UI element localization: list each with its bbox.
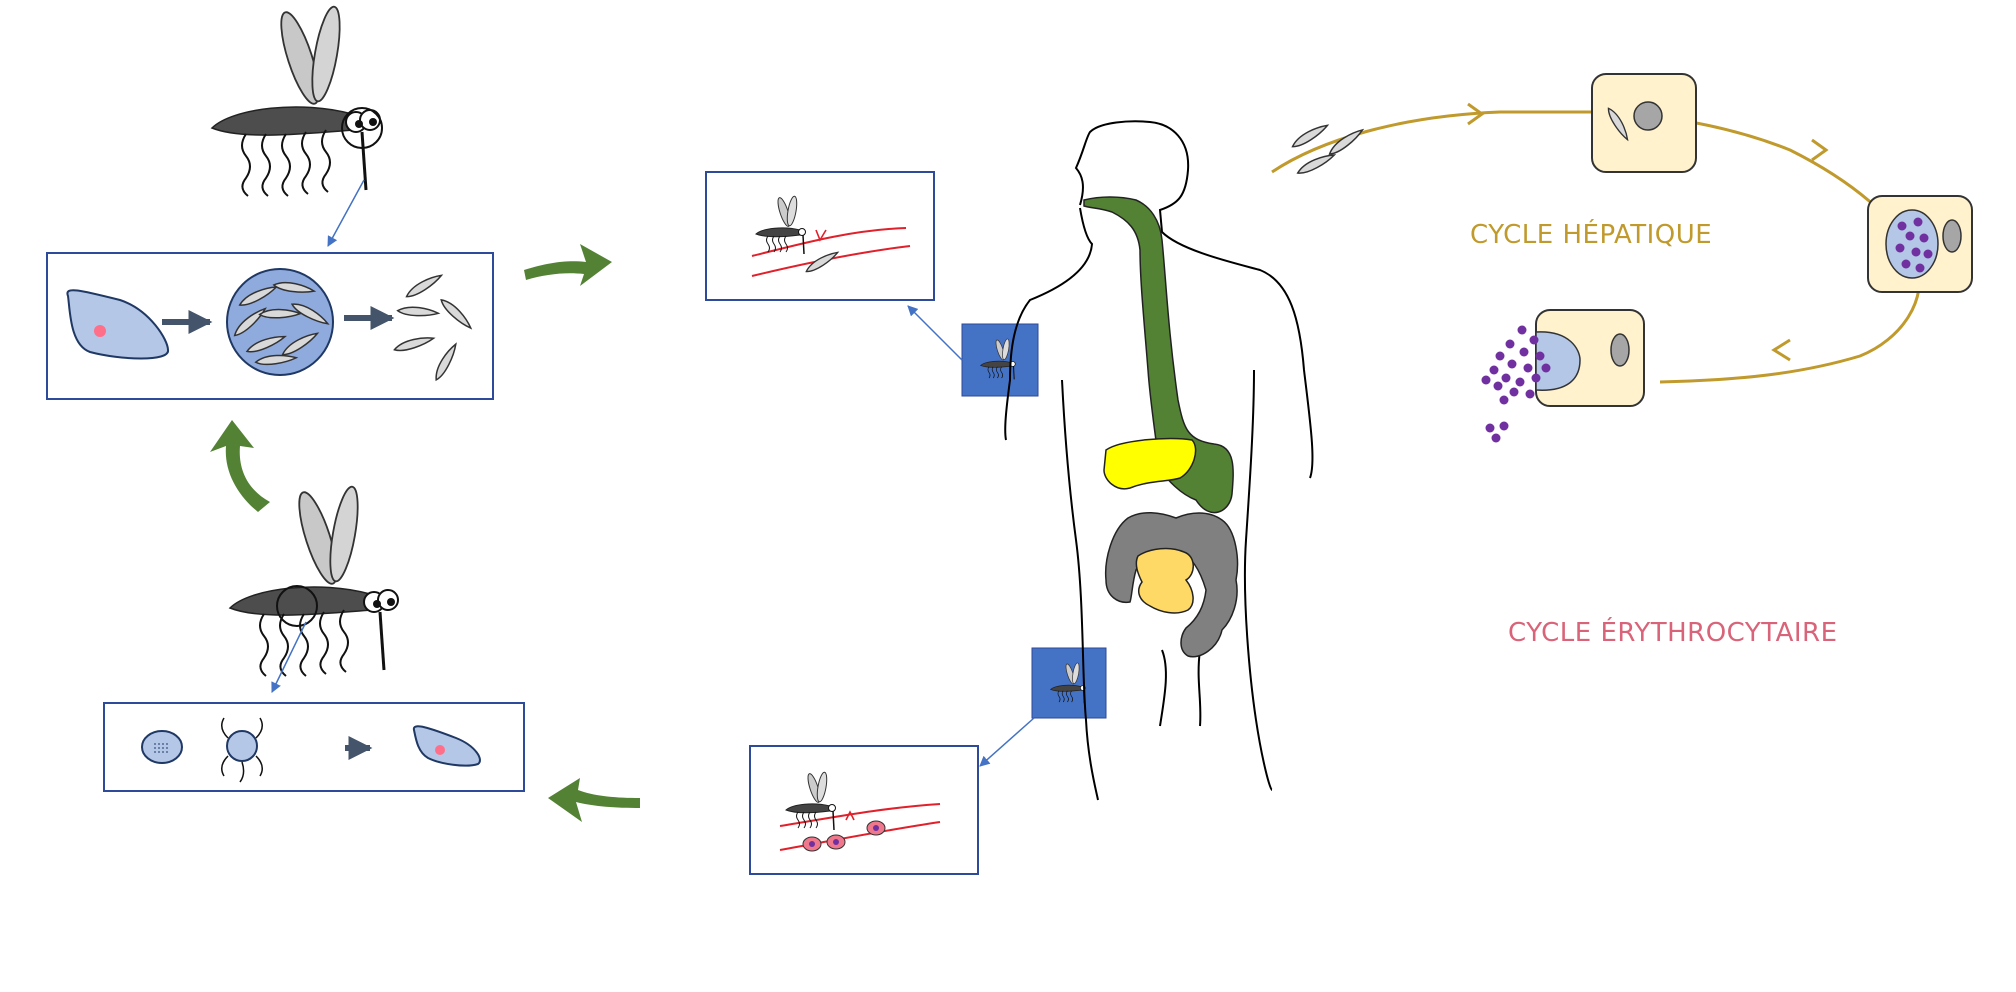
liver-icon (1103, 437, 1197, 490)
sporogony-box (46, 252, 494, 400)
arrow-to-gametogony (271, 621, 307, 693)
mosquito-bottom-icon (228, 483, 400, 678)
hepatocyte-icon-2 (1867, 195, 1973, 293)
bite-site-top-icon (961, 323, 1039, 397)
hepatocyte-icon-3 (1535, 309, 1645, 407)
human-body-icon (1004, 120, 1314, 801)
colon-icon (1104, 512, 1239, 658)
bite-inset-bottom (749, 745, 979, 875)
sporozoites-entering (1288, 123, 1368, 176)
arrow-to-inset-top (907, 305, 963, 361)
green-arrow-to-gametogony (548, 778, 640, 822)
hepatic-cycle (1271, 73, 1973, 443)
mosquito-top-icon (210, 3, 383, 198)
green-arrow-up (210, 420, 270, 512)
esophagus-icon (1083, 196, 1234, 514)
hepatocyte-icon-1 (1591, 73, 1697, 173)
bite-site-bottom-icon (1031, 647, 1107, 719)
bite-inset-top (705, 171, 935, 301)
hepatic-cycle-label: CYCLE HÉPATIQUE (1470, 220, 1713, 250)
macrogamete-icon (141, 730, 183, 764)
erythrocytic-cycle-label: CYCLE ÉRYTHROCYTAIRE (1508, 618, 1838, 648)
merozoites-release (1481, 325, 1551, 443)
oocyst-icon (226, 268, 334, 376)
arrow-to-inset-bottom (979, 717, 1035, 767)
arrow-to-sporogony (327, 179, 365, 247)
gametogony-box (103, 702, 525, 792)
ookinete-icon (66, 289, 169, 360)
microgamete-icon (221, 717, 263, 783)
small-intestine-icon (1135, 547, 1194, 614)
green-arrow-to-skin (524, 244, 612, 286)
ookinete-icon-2 (412, 725, 481, 767)
